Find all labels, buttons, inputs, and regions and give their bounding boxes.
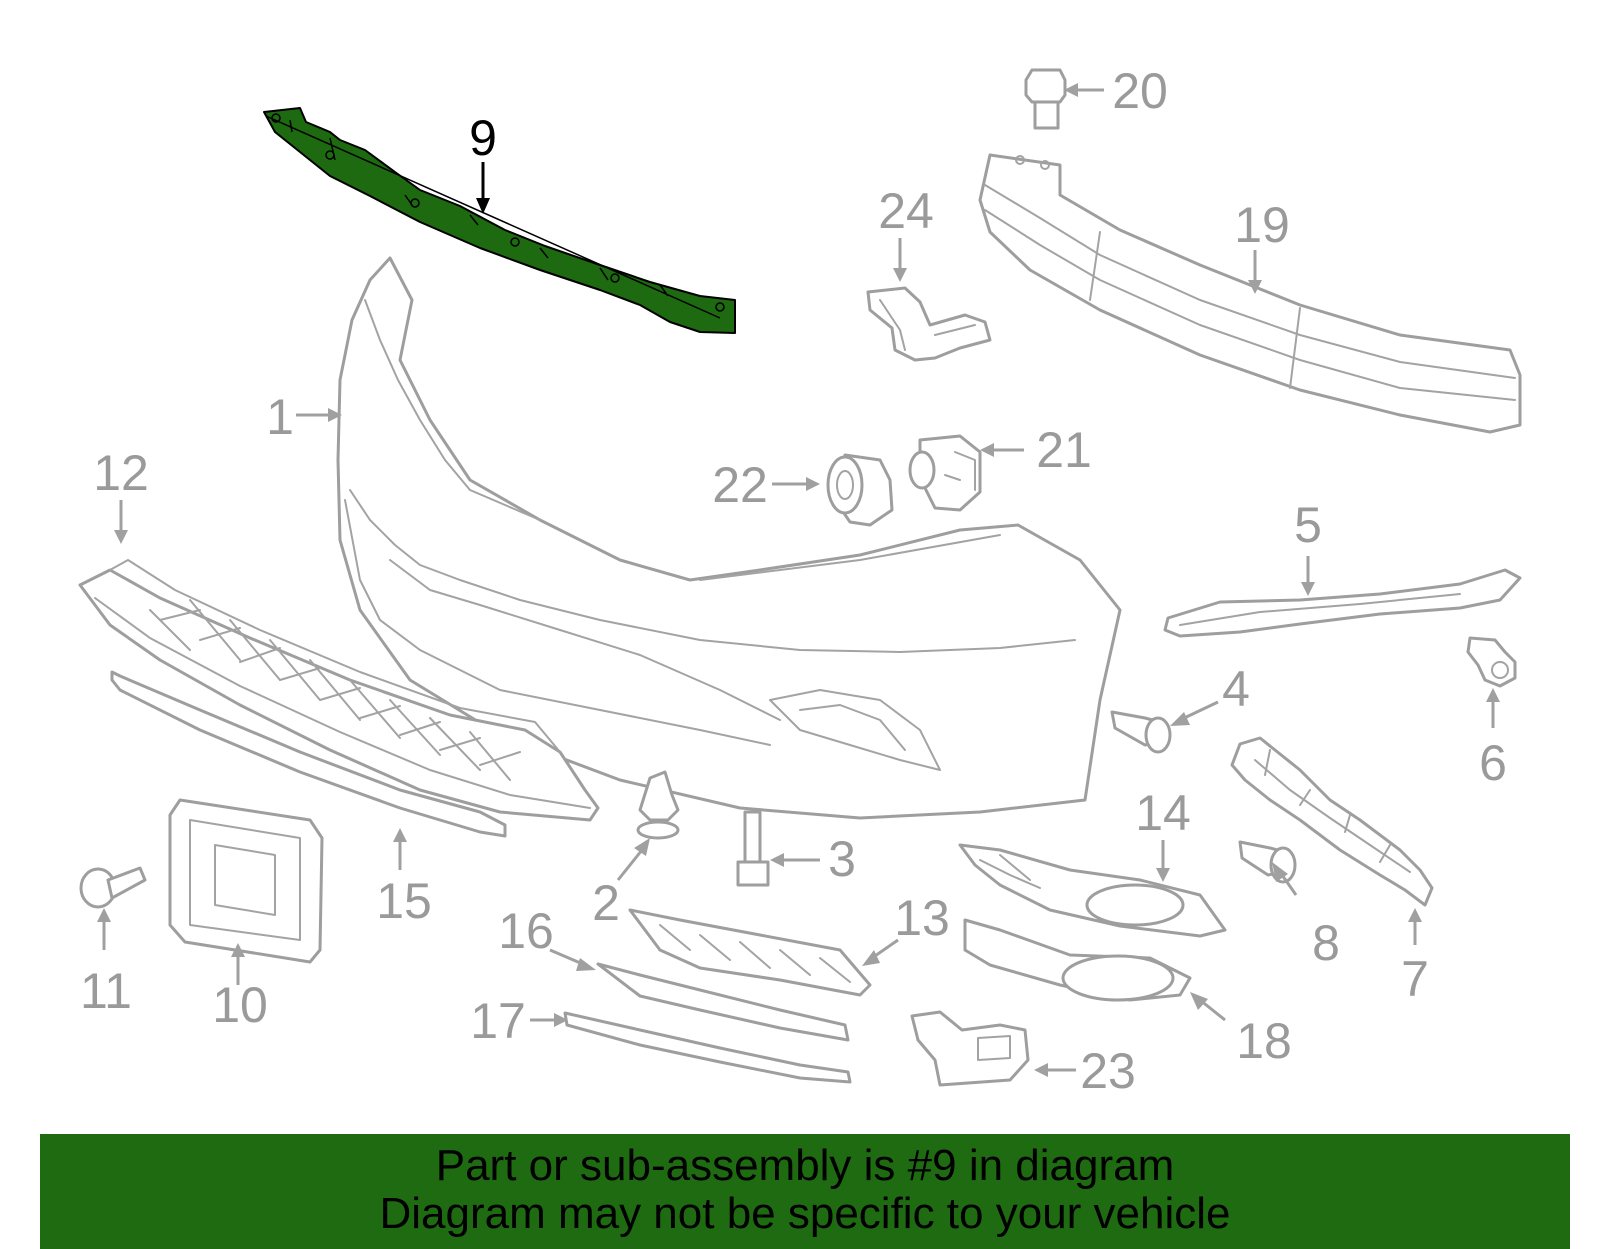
callout-23: 23 (1034, 1043, 1136, 1099)
callout-label-24: 24 (878, 183, 934, 239)
callout-5: 5 (1294, 497, 1322, 596)
part-11-screw[interactable] (79, 866, 147, 909)
callout-label-4: 4 (1222, 661, 1250, 717)
part-20-bolt[interactable] (1024, 68, 1067, 130)
callout-21: 21 (980, 422, 1092, 478)
part-19-energy-absorber[interactable] (978, 153, 1522, 434)
callout-11: 11 (80, 908, 132, 1019)
callout-label-2: 2 (592, 875, 620, 931)
callout-label-14: 14 (1135, 785, 1191, 841)
part-13-grille-insert[interactable] (628, 908, 872, 997)
part-24-bracket[interactable] (866, 286, 992, 362)
callout-15: 15 (376, 828, 432, 929)
part-14-fog-grille[interactable] (958, 843, 1227, 938)
callout-label-16: 16 (498, 903, 554, 959)
callout-label-12: 12 (93, 445, 149, 501)
callout-label-9: 9 (469, 110, 497, 166)
callout-label-18: 18 (1236, 1013, 1292, 1069)
callout-label-17: 17 (470, 993, 526, 1049)
callout-label-20: 20 (1112, 63, 1168, 119)
callout-7: 7 (1401, 908, 1429, 1007)
part-1-bumper-cover[interactable] (336, 256, 1122, 820)
callout-4: 4 (1170, 661, 1250, 726)
callout-9: 9 (469, 110, 497, 214)
callout-16: 16 (498, 903, 596, 971)
callout-label-1: 1 (266, 389, 294, 445)
callout-3: 3 (770, 831, 856, 887)
part-4-rivet[interactable] (1110, 710, 1172, 754)
callout-2: 2 (592, 838, 650, 931)
callout-6: 6 (1479, 688, 1507, 791)
callout-label-21: 21 (1036, 422, 1092, 478)
callout-label-6: 6 (1479, 735, 1507, 791)
callout-label-22: 22 (712, 457, 768, 513)
callout-label-5: 5 (1294, 497, 1322, 553)
callout-17: 17 (470, 993, 568, 1049)
part-23-connector[interactable] (910, 1010, 1030, 1087)
part-22-sensor-retainer[interactable] (826, 453, 894, 527)
callout-13: 13 (862, 890, 950, 966)
callout-10: 10 (212, 943, 268, 1033)
callout-18: 18 (1190, 992, 1292, 1069)
callout-19: 19 (1234, 197, 1290, 294)
callout-label-15: 15 (376, 873, 432, 929)
part-10-license-bracket[interactable] (168, 798, 324, 964)
callout-label-3: 3 (828, 831, 856, 887)
footer-line-2: Diagram may not be specific to your vehi… (379, 1189, 1231, 1238)
callout-1: 1 (266, 389, 342, 445)
callout-label-7: 7 (1401, 951, 1429, 1007)
part-2-clip[interactable] (636, 770, 680, 840)
part-21-sensor[interactable] (908, 434, 982, 512)
callout-label-13: 13 (894, 890, 950, 946)
callout-label-8: 8 (1312, 915, 1340, 971)
part-18-fog-trim[interactable] (963, 918, 1192, 1002)
footer-line-1: Part or sub-assembly is #9 in diagram (435, 1141, 1175, 1190)
callout-12: 12 (93, 445, 149, 544)
callout-label-11: 11 (80, 963, 132, 1019)
part-17-lower-strip[interactable] (563, 1011, 852, 1084)
part-15-molding[interactable] (110, 670, 507, 838)
part-12-lower-grille[interactable] (78, 559, 600, 822)
callout-label-23: 23 (1080, 1043, 1136, 1099)
callout-8: 8 (1272, 862, 1340, 971)
part-9-bracket[interactable] (263, 107, 736, 334)
part-16-chrome-strip[interactable] (596, 962, 850, 1042)
footer-banner: Part or sub-assembly is #9 in diagram Di… (40, 1134, 1570, 1249)
callout-label-19: 19 (1234, 197, 1290, 253)
part-7-side-bracket[interactable] (1230, 736, 1434, 907)
callout-14: 14 (1135, 785, 1191, 882)
part-5-side-support[interactable] (1163, 568, 1522, 638)
callout-20: 20 (1064, 63, 1168, 119)
callout-22: 22 (712, 457, 820, 513)
part-6-clip[interactable] (1466, 636, 1517, 688)
callout-24: 24 (878, 183, 934, 282)
part-3-bolt[interactable] (736, 810, 770, 887)
callout-label-10: 10 (212, 977, 268, 1033)
part-8-rivet[interactable] (1238, 840, 1297, 884)
